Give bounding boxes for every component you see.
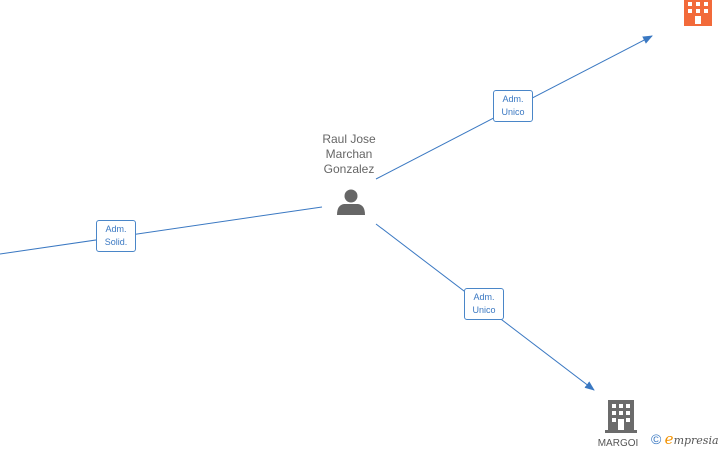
edge-label-line-1: Adm.: [473, 292, 495, 302]
person-name[interactable]: Raul Jose Marchan Gonzalez: [299, 132, 399, 177]
company-name-margoi[interactable]: MARGOI: [597, 438, 639, 449]
person-icon[interactable]: [337, 189, 365, 216]
empresia-brand[interactable]: © empresia: [651, 430, 719, 448]
edge-label-adm-unico-top[interactable]: Adm. Unico: [493, 90, 533, 122]
edge-line-adm-solid: [0, 206, 323, 255]
edge-label-line-2: Unico: [472, 305, 496, 315]
edge-label-adm-unico-bottom[interactable]: Adm. Unico: [464, 288, 504, 320]
edge-label-line-2: Unico: [501, 107, 525, 117]
edge-label-line-2: Solid.: [104, 237, 128, 247]
edge-label-line-1: Adm.: [502, 94, 524, 104]
edge-label-adm-solid[interactable]: Adm. Solid.: [96, 220, 136, 252]
person-name-line-1: Raul Jose: [322, 132, 376, 146]
copyright-symbol: ©: [651, 431, 662, 447]
brand-e-letter: e: [664, 430, 674, 448]
edge-label-line-1: Adm.: [105, 224, 127, 234]
person-name-line-3: Gonzalez: [323, 162, 375, 176]
person-name-line-2: Marchan: [325, 147, 373, 161]
brand-name-rest: mpresia: [673, 434, 719, 447]
building-icon-bottom[interactable]: [605, 400, 637, 433]
building-icon[interactable]: [684, 0, 712, 26]
